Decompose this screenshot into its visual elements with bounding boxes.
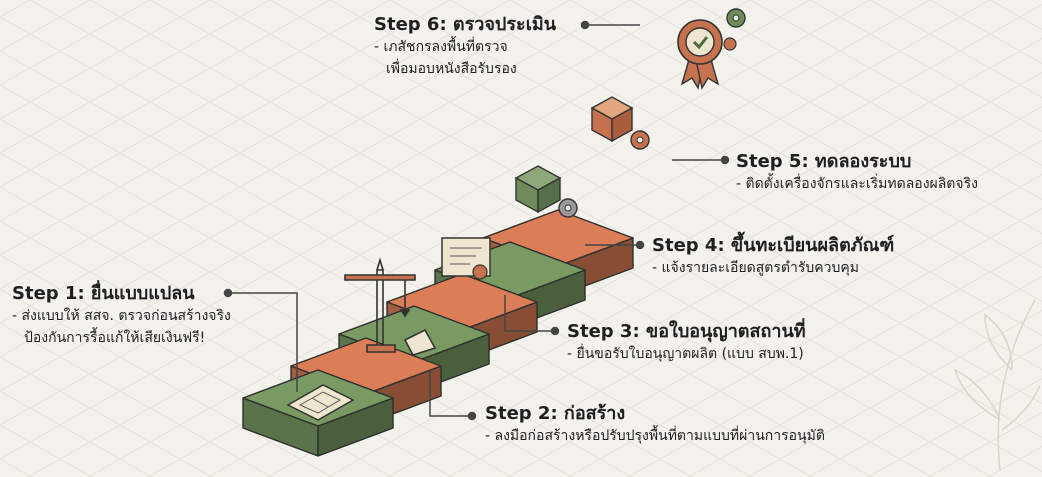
leader-step-4 xyxy=(585,240,645,250)
step-4-title: Step 4: ขึ้นทะเบียนผลิตภัณฑ์ xyxy=(652,235,895,256)
step-6-title: Step 6: ตรวจประเมิน xyxy=(374,14,557,35)
step-3-desc-line-1: - ยื่นขอรับใบอนุญาตผลิต (แบบ สบพ.1) xyxy=(567,346,804,362)
step-5-desc-line-1: - ติดตั้งเครื่องจักรและเริ่มทดลองผลิตจริ… xyxy=(736,176,978,192)
leader-step-6 xyxy=(580,20,640,30)
step-5-title: Step 5: ทดลองระบบ xyxy=(736,151,912,172)
award-badge-icon xyxy=(677,8,746,90)
step-2-label: Step 2: ก่อสร้าง - ลงมือก่อสร้างหรือปรับ… xyxy=(485,403,825,447)
certificate-icon xyxy=(441,237,491,280)
step-3-label: Step 3: ขอใบอนุญาตสถานที่ - ยื่นขอรับใบอ… xyxy=(567,321,806,365)
leaf-decoration xyxy=(953,299,1041,471)
step-1-desc-line-2: ป้องกันการรื้อแก้ให้เสียเงินฟรี! xyxy=(24,330,206,346)
blueprint-icon xyxy=(286,384,355,421)
machine-box-icon xyxy=(590,96,650,150)
step-4-label: Step 4: ขึ้นทะเบียนผลิตภัณฑ์ - แจ้งรายละ… xyxy=(652,235,894,279)
step-3-title: Step 3: ขอใบอนุญาตสถานที่ xyxy=(567,321,806,342)
step-1-title: Step 1: ยื่นแบบแปลน xyxy=(12,283,195,304)
crane-icon xyxy=(344,257,437,356)
step-2-title: Step 2: ก่อสร้าง xyxy=(485,403,626,424)
step-6-desc-line-1: - เภสัชกรลงพื้นที่ตรวจ xyxy=(374,39,508,55)
step-1-desc-line-1: - ส่งแบบให้ สสจ. ตรวจก่อนสร้างจริง xyxy=(12,308,231,324)
leader-step-5 xyxy=(672,155,730,165)
step-6-desc-line-2: เพื่อมอบหนังสือรับรอง xyxy=(386,61,517,77)
step-2-desc-line-1: - ลงมือก่อสร้างหรือปรับปรุงพื้นที่ตามแบบ… xyxy=(485,428,825,444)
leader-step-3 xyxy=(504,295,560,336)
step-1-label: Step 1: ยื่นแบบแปลน - ส่งแบบให้ สสจ. ตรว… xyxy=(12,283,231,349)
leader-step-1 xyxy=(223,288,298,392)
leader-step-2 xyxy=(429,370,477,421)
step-6-label: Step 6: ตรวจประเมิน - เภสัชกรลงพื้นที่ตร… xyxy=(374,14,556,80)
product-box-icon xyxy=(514,165,578,218)
step-4-desc-line-1: - แจ้งรายละเอียดสูตรตำรับควบคุม xyxy=(652,260,859,276)
step-5-label: Step 5: ทดลองระบบ - ติดตั้งเครื่องจักรแล… xyxy=(736,151,978,195)
